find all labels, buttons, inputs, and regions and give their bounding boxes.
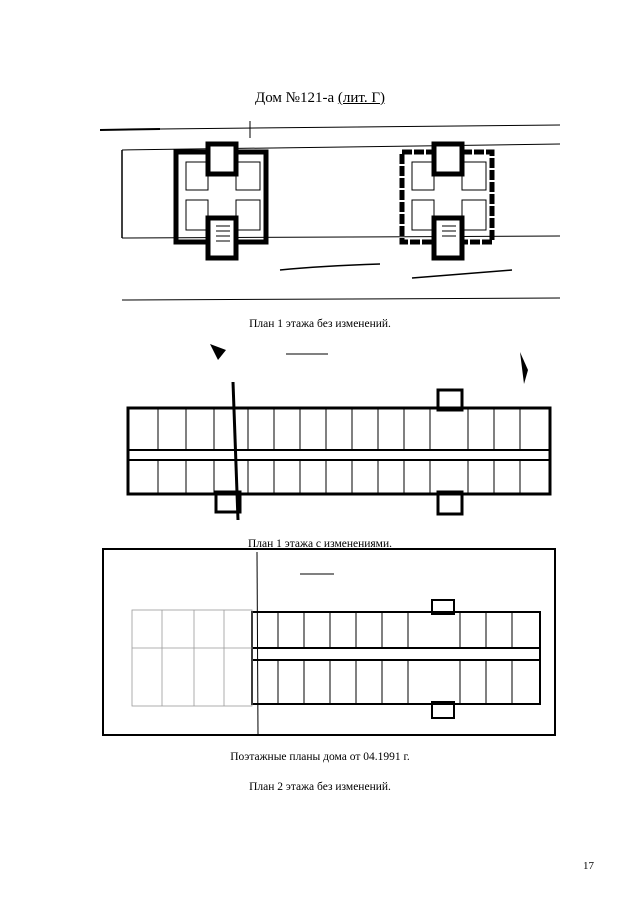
document-title: Дом №121-а (лит. Г) <box>0 90 640 107</box>
caption-plan-3: План 2 этажа без изменений. <box>249 781 391 793</box>
title-lit: (лит. Г) <box>337 90 385 106</box>
floor-plan-2 <box>126 344 552 521</box>
caption-subtitle: Поэтажные планы дома от 04.1991 г. <box>230 751 410 763</box>
title-text: Дом №121-а <box>254 90 338 106</box>
caption-plan-1: План 1 этажа без изменений. <box>249 318 391 330</box>
floor-plan-1 <box>100 121 560 301</box>
caption-plan-2: План 1 этажа с изменениями. <box>248 538 392 550</box>
floor-plan-3 <box>102 548 556 736</box>
page-number: 17 <box>583 860 594 872</box>
